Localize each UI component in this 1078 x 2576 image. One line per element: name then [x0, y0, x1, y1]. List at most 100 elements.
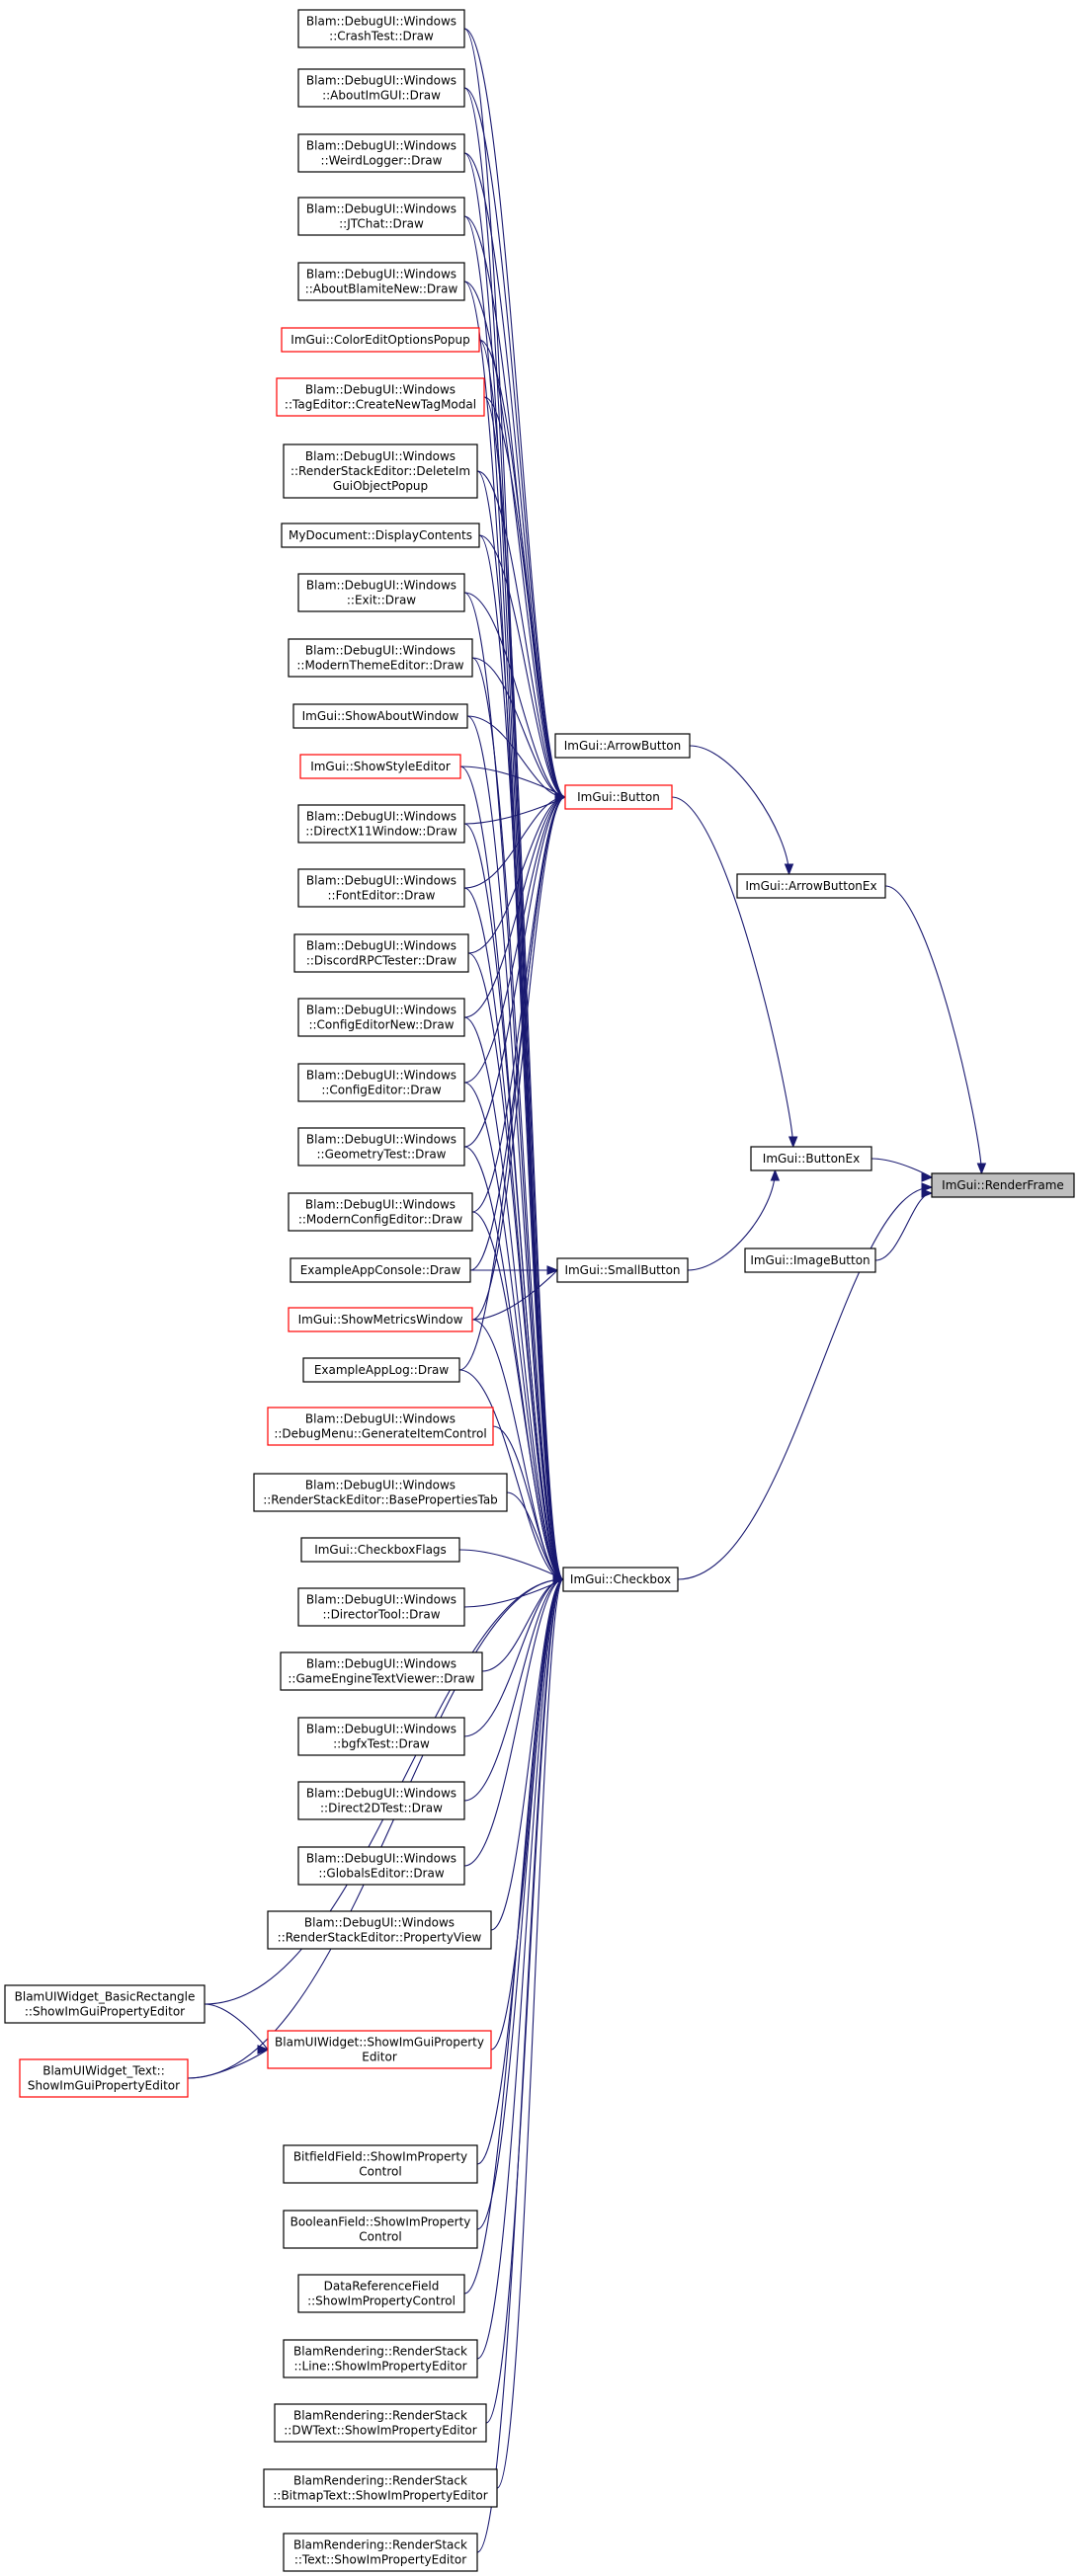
node-basicrectangle[interactable]: BlamUIWidget_BasicRectangle::ShowImGuiPr…	[4, 1984, 206, 2024]
node-modernthemeeditor[interactable]: Blam::DebugUI::Windows::ModernThemeEdito…	[288, 638, 473, 678]
node-rsbitmaptext[interactable]: BlamRendering::RenderStack::BitmapText::…	[263, 2468, 498, 2508]
node-rsline[interactable]: BlamRendering::RenderStack::Line::ShowIm…	[283, 2339, 478, 2378]
node-label-line: ::AboutImGUI::Draw	[322, 89, 441, 103]
node-box	[267, 1407, 494, 1446]
node-box	[263, 2468, 498, 2508]
node-configeditor[interactable]: Blam::DebugUI::Windows::ConfigEditor::Dr…	[297, 1063, 465, 1102]
node-label-line: MyDocument::DisplayContents	[289, 528, 472, 542]
node-rstext[interactable]: BlamRendering::RenderStack::Text::ShowIm…	[283, 2533, 478, 2572]
node-discordrpc[interactable]: Blam::DebugUI::Windows::DiscordRPCTester…	[293, 933, 469, 973]
arrowhead	[921, 1172, 934, 1182]
node-buttonex[interactable]: ImGui::ButtonEx	[750, 1146, 872, 1171]
node-modernconfigeditor[interactable]: Blam::DebugUI::Windows::ModernConfigEdit…	[288, 1192, 473, 1232]
node-button[interactable]: ImGui::Button	[564, 784, 673, 810]
node-box	[288, 638, 473, 678]
node-weirdlogger[interactable]: Blam::DebugUI::Windows::WeirdLogger::Dra…	[297, 133, 465, 173]
node-label-line: Blam::DebugUI::Windows	[306, 74, 456, 88]
node-blamuiwidgettext[interactable]: BlamUIWidget_Text::ShowImGuiPropertyEdit…	[19, 2058, 189, 2098]
node-label-line: ::AboutBlamiteNew::Draw	[305, 282, 458, 296]
arrowhead	[784, 863, 794, 876]
node-box	[297, 1717, 465, 1756]
node-label-line: ImGui::ImageButton	[750, 1253, 870, 1267]
edge-rsline-to-checkbox	[476, 1574, 565, 2360]
node-label-line: BitfieldField::ShowImProperty	[293, 2150, 467, 2164]
node-label-line: ::ModernConfigEditor::Draw	[298, 1213, 463, 1227]
node-label-line: Blam::DebugUI::Windows	[306, 874, 456, 888]
node-coloreditoptionspopup[interactable]: ImGui::ColorEditOptionsPopup	[281, 327, 480, 353]
node-crashtest[interactable]: Blam::DebugUI::Windows::CrashTest::Draw	[297, 9, 465, 48]
node-fonteditor[interactable]: Blam::DebugUI::Windows::FontEditor::Draw	[297, 868, 465, 908]
node-aboutimgui[interactable]: Blam::DebugUI::Windows::AboutImGUI::Draw	[297, 68, 465, 108]
arrowhead	[921, 1182, 934, 1192]
node-label-line: Blam::DebugUI::Windows	[306, 1069, 456, 1083]
node-aboutblamitenew[interactable]: Blam::DebugUI::Windows::AboutBlamiteNew:…	[297, 262, 465, 301]
node-label-line: ::ShowImPropertyControl	[307, 2294, 456, 2308]
node-generateitemcontrol[interactable]: Blam::DebugUI::Windows::DebugMenu::Gener…	[267, 1407, 494, 1446]
edges-layer	[187, 28, 987, 2553]
node-box	[283, 2210, 478, 2249]
node-geometrytest[interactable]: Blam::DebugUI::Windows::GeometryTest::Dr…	[297, 1127, 465, 1167]
node-box	[280, 1651, 483, 1691]
node-exampleapplog[interactable]: ExampleAppLog::Draw	[302, 1357, 460, 1383]
nodes-layer: ImGui::RenderFrameImGui::ArrowButtonExIm…	[4, 9, 1075, 2572]
node-label-line: ::DWText::ShowImPropertyEditor	[284, 2424, 477, 2438]
node-label-line: ImGui::ArrowButtonEx	[745, 879, 876, 893]
node-exampleappconsole[interactable]: ExampleAppConsole::Draw	[290, 1257, 471, 1283]
node-checkboxflags[interactable]: ImGui::CheckboxFlags	[300, 1537, 460, 1563]
node-configeditornew[interactable]: Blam::DebugUI::Windows::ConfigEditorNew:…	[297, 998, 465, 1037]
node-label-line: ::ConfigEditor::Draw	[321, 1084, 442, 1097]
node-datareferencefield[interactable]: DataReferenceField::ShowImPropertyContro…	[297, 2274, 465, 2313]
node-direct2dtest[interactable]: Blam::DebugUI::Windows::Direct2DTest::Dr…	[297, 1781, 465, 1820]
node-globalseditor[interactable]: Blam::DebugUI::Windows::GlobalsEditor::D…	[297, 1846, 465, 1886]
node-renderframe[interactable]: ImGui::RenderFrame	[931, 1172, 1075, 1198]
node-arrowbuttonex[interactable]: ImGui::ArrowButtonEx	[736, 873, 886, 899]
node-arrowbutton[interactable]: ImGui::ArrowButton	[554, 733, 691, 759]
node-box	[554, 733, 691, 759]
node-label-line: Blam::DebugUI::Windows	[306, 1004, 456, 1017]
node-label-line: ImGui::ShowMetricsWindow	[298, 1313, 463, 1327]
node-label-line: Editor	[362, 2051, 397, 2064]
node-label-line: ImGui::ArrowButton	[564, 739, 682, 753]
node-exit[interactable]: Blam::DebugUI::Windows::Exit::Draw	[297, 573, 465, 612]
node-label-line: Blam::DebugUI::Windows	[306, 15, 456, 29]
node-label-line: ImGui::ShowAboutWindow	[302, 709, 459, 723]
node-blamuiwidget[interactable]: BlamUIWidget::ShowImGuiPropertyEditor	[267, 2030, 492, 2069]
node-box	[736, 873, 886, 899]
node-box	[302, 1357, 460, 1383]
node-label-line: ImGui::ShowStyleEditor	[310, 760, 451, 773]
node-smallbutton[interactable]: ImGui::SmallButton	[556, 1257, 689, 1283]
node-checkbox[interactable]: ImGui::Checkbox	[562, 1567, 679, 1592]
node-label-line: BlamUIWidget_BasicRectangle	[15, 1990, 196, 2004]
node-deleteimgui[interactable]: Blam::DebugUI::Windows::RenderStackEdito…	[283, 443, 478, 499]
node-imagebutton[interactable]: ImGui::ImageButton	[744, 1248, 876, 1273]
node-showaboutwindow[interactable]: ImGui::ShowAboutWindow	[292, 703, 468, 729]
node-showstyleeditor[interactable]: ImGui::ShowStyleEditor	[299, 754, 461, 779]
node-box	[297, 133, 465, 173]
node-label-line: ImGui::SmallButton	[564, 1263, 680, 1277]
node-basepropertiestab[interactable]: Blam::DebugUI::Windows::RenderStackEdito…	[253, 1473, 508, 1512]
node-label-line: ::ModernThemeEditor::Draw	[296, 659, 463, 673]
node-mydocument[interactable]: MyDocument::DisplayContents	[281, 523, 480, 548]
node-jtchat[interactable]: Blam::DebugUI::Windows::JTChat::Draw	[297, 197, 465, 236]
node-box	[293, 933, 469, 973]
edge-buttonex-to-renderframe	[871, 1158, 934, 1182]
node-box	[274, 2403, 487, 2443]
node-box	[297, 868, 465, 908]
node-bitfieldfield[interactable]: BitfieldField::ShowImPropertyControl	[283, 2144, 478, 2184]
node-showmetricswindow[interactable]: ImGui::ShowMetricsWindow	[288, 1307, 473, 1332]
node-directx11[interactable]: Blam::DebugUI::Windows::DirectX11Window:…	[297, 804, 465, 844]
node-box	[564, 784, 673, 810]
node-createnewtagmodal[interactable]: Blam::DebugUI::Windows::TagEditor::Creat…	[276, 377, 485, 417]
node-gameenginetextviewer[interactable]: Blam::DebugUI::Windows::GameEngineTextVi…	[280, 1651, 483, 1691]
node-rsdwtext[interactable]: BlamRendering::RenderStack::DWText::Show…	[274, 2403, 487, 2443]
node-label-line: Blam::DebugUI::Windows	[305, 449, 456, 463]
node-propertyview[interactable]: Blam::DebugUI::Windows::RenderStackEdito…	[267, 1910, 492, 1950]
node-bgfxtest[interactable]: Blam::DebugUI::Windows::bgfxTest::Draw	[297, 1717, 465, 1756]
node-box	[297, 1127, 465, 1167]
node-label-line: ::Line::ShowImPropertyEditor	[293, 2360, 466, 2374]
node-directortool[interactable]: Blam::DebugUI::Windows::DirectorTool::Dr…	[297, 1587, 465, 1627]
node-box	[267, 1910, 492, 1950]
edge-button-to-buttonex	[671, 796, 798, 1149]
node-booleanfield[interactable]: BooleanField::ShowImPropertyControl	[283, 2210, 478, 2249]
edge-deleteimgui-to-button	[476, 470, 567, 802]
